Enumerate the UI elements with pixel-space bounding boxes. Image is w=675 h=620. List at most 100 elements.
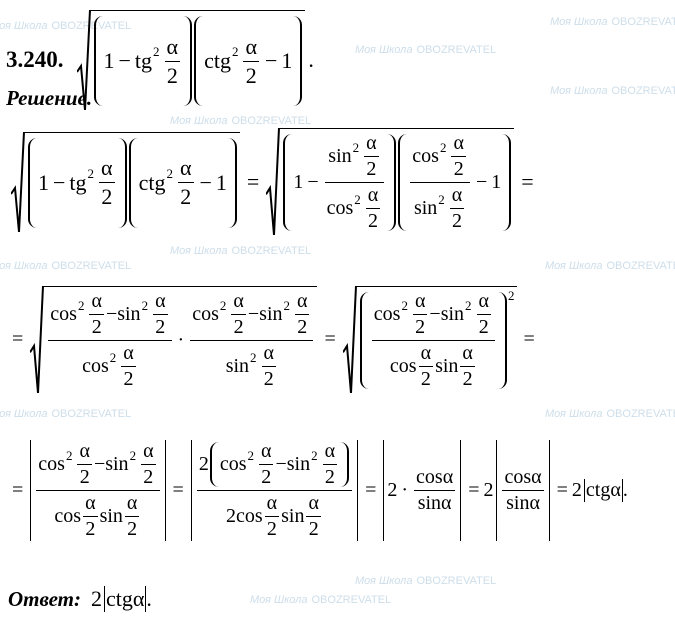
math-token: 1: [215, 169, 227, 195]
math-token: α: [366, 132, 377, 154]
math-token: ctg: [585, 479, 611, 501]
abs-bar-left: [383, 440, 385, 541]
math-token: 1: [38, 169, 49, 195]
math-token: 2: [478, 316, 489, 338]
watermark-partner: OBOZREVATEL: [606, 408, 675, 420]
math-token: sin: [413, 197, 438, 219]
math-token: 2: [453, 158, 464, 180]
dot-operator: ·: [177, 329, 185, 351]
math-token: sin: [328, 145, 352, 167]
math-token: cos: [38, 453, 65, 475]
paren-left: [209, 442, 219, 487]
exponent: 2: [109, 349, 117, 365]
math-token: −: [429, 303, 441, 325]
math-token: cos: [504, 466, 532, 488]
math-token: sin: [281, 505, 305, 527]
math-token: −: [93, 453, 106, 475]
math-token: 2: [225, 505, 236, 527]
numerator: α: [295, 290, 309, 314]
problem-number: 3.240.: [6, 47, 64, 72]
exponent: 2: [250, 349, 257, 365]
exponent: 2: [129, 447, 137, 463]
exponent: 2: [439, 139, 447, 155]
exponent: 2: [438, 191, 445, 207]
math-token: α: [451, 184, 463, 206]
denominator: 2: [264, 516, 280, 541]
math-token: ctg: [106, 586, 133, 611]
math-token: −: [275, 453, 287, 475]
math-token: α: [478, 290, 490, 312]
watermark-brand: Моя Школа: [545, 260, 603, 272]
math-token: cos: [54, 505, 82, 527]
numerator: α: [243, 34, 259, 61]
math-token: α: [85, 492, 96, 514]
math-token: α: [166, 33, 179, 59]
math-token: 2: [324, 466, 335, 488]
math-token: 2: [91, 586, 102, 611]
math-token: 1: [491, 171, 502, 193]
equals-sign: =: [324, 328, 336, 350]
math-token: α: [531, 466, 542, 488]
exponent: 2: [283, 297, 291, 313]
equals-sign: =: [12, 479, 24, 501]
denominator: 2: [99, 182, 115, 210]
numerator: α: [165, 34, 181, 61]
math-token: .: [146, 586, 152, 611]
math-token: α: [462, 342, 473, 364]
numerator: α: [419, 342, 433, 366]
exponent: 2: [219, 297, 227, 313]
math-token: sin: [286, 453, 311, 475]
dot-operator: ·: [401, 479, 409, 501]
math-token: 2: [79, 466, 90, 488]
numerator: α: [451, 132, 465, 156]
equals-sign: =: [468, 479, 480, 501]
math-token: α: [414, 290, 426, 312]
math-token: −: [307, 171, 319, 193]
equals-sign: =: [12, 328, 24, 350]
numerator: α: [153, 290, 167, 314]
math-token: α: [126, 492, 138, 514]
math-token: sin: [99, 505, 123, 527]
equals-sign: =: [365, 479, 377, 501]
watermark-partner: OBOZREVATEL: [611, 85, 675, 97]
math-token: α: [453, 132, 464, 154]
denominator: 2: [449, 208, 465, 233]
paren-right: [340, 442, 350, 487]
paren-left: [28, 137, 37, 228]
math-token: −: [199, 169, 212, 195]
abs-bar-right: [357, 440, 359, 541]
math-token: α: [266, 492, 278, 514]
